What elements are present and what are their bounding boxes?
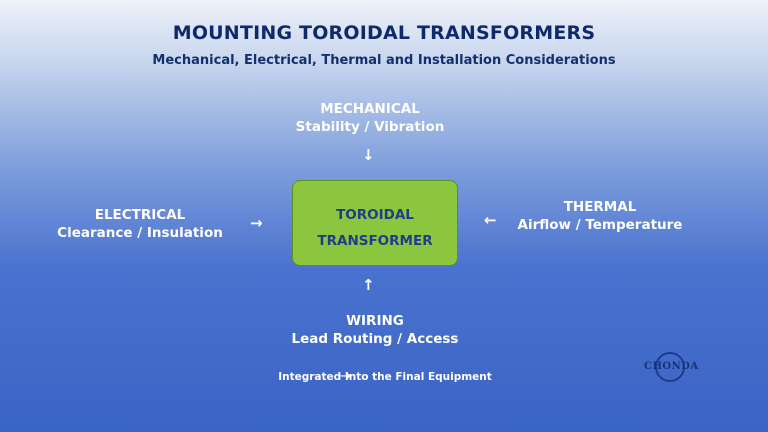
electrical-detail: Clearance / Insulation [57,225,223,241]
thermal-heading: THERMAL [563,199,637,215]
electrical-node: ELECTRICAL Clearance / Insulation [40,206,240,242]
mechanical-heading: MECHANICAL [320,101,420,117]
page-title: MOUNTING TOROIDAL TRANSFORMERS [172,22,596,44]
logo-ring-icon [655,352,685,382]
toroidal-transformer-box: TOROIDAL TRANSFORMER [292,180,458,266]
right-arrow-icon: → [250,214,263,232]
thermal-node: THERMAL Airflow / Temperature [500,198,700,234]
mechanical-detail: Stability / Vibration [295,119,445,135]
left-arrow-icon: ← [484,211,497,229]
page-subtitle: Mechanical, Electrical, Thermal and Inst… [152,53,616,68]
center-label-line1: TOROIDAL [336,207,414,223]
center-label-line2: TRANSFORMER [317,233,433,249]
logo-text: CHONDA [644,361,699,372]
footer-caption: Integrated Into the Final Equipment [278,371,492,383]
up-arrow-icon: ↑ [362,276,375,294]
electrical-heading: ELECTRICAL [94,207,186,223]
down-arrow-icon: ↓ [362,146,375,164]
wiring-node: WIRING Lead Routing / Access [260,312,490,348]
footer-arrow-icon: → [340,369,351,384]
thermal-detail: Airflow / Temperature [517,217,683,233]
chonda-logo: CHONDA [644,351,698,385]
mechanical-node: MECHANICAL Stability / Vibration [270,100,470,136]
wiring-detail: Lead Routing / Access [291,331,459,347]
wiring-heading: WIRING [346,313,404,329]
